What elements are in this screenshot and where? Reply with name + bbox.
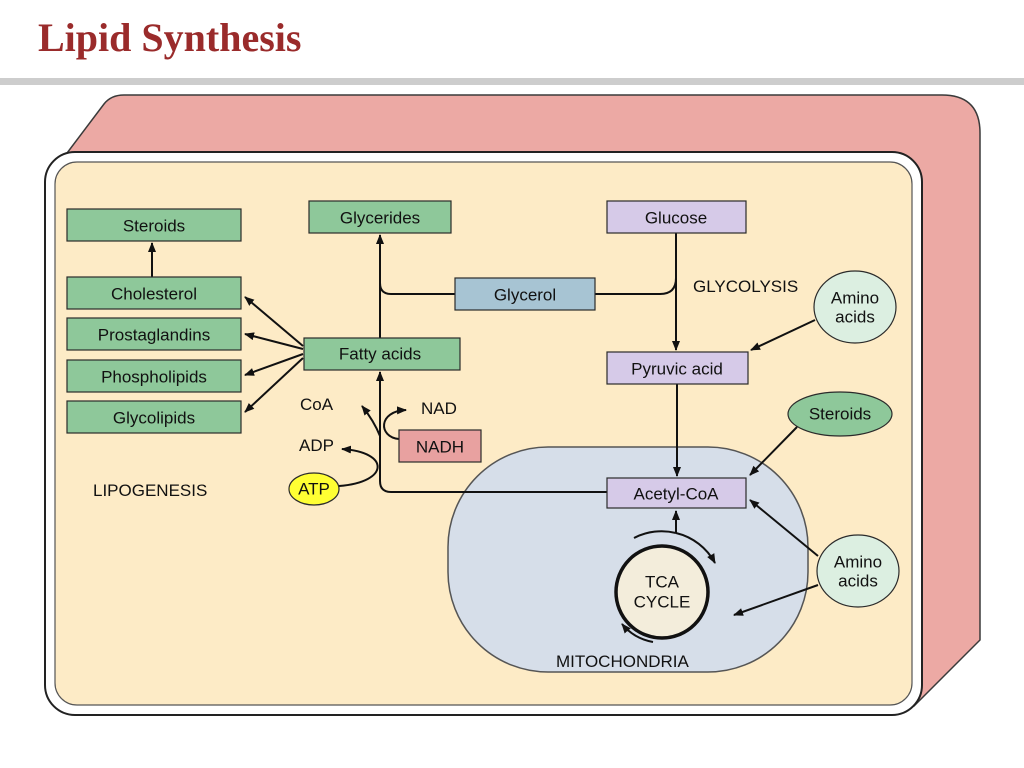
arrow-fatty-acids-to-cholesterol: [244, 296, 304, 347]
box-outline: [66, 276, 242, 310]
arrow-to-coa: [361, 405, 381, 437]
pathway-arrows: [148, 233, 819, 643]
mitochondria-label: MITOCHONDRIA: [556, 652, 690, 671]
atp-oval: ATP: [288, 472, 340, 506]
arrow-fatty-acids-to-prostaglandins: [244, 332, 304, 350]
tca-label-line-2: CYCLE: [634, 593, 691, 612]
nadh-box: NADH: [398, 429, 482, 463]
tca-cycle-circle: [614, 544, 710, 640]
box-label: Phospholipids: [101, 368, 207, 387]
cholesterol-box: Cholesterol: [66, 276, 242, 310]
amino-acids-upper-oval: Amino acids: [813, 270, 897, 344]
box-outline: [606, 477, 747, 509]
acetyl-coa-box: Acetyl-CoA: [606, 477, 747, 509]
title-divider: [0, 78, 1024, 85]
box-outline: [66, 317, 242, 351]
box-outline: [308, 200, 452, 234]
box-outline: [606, 351, 749, 385]
oval-label-line-1: Amino: [831, 289, 879, 308]
oval-shape: [816, 534, 900, 608]
oval-label: ATP: [298, 480, 330, 499]
box-label: Steroids: [123, 217, 185, 236]
box-outline: [606, 200, 747, 234]
oval-shape: [787, 391, 893, 437]
box-label: Pyruvic acid: [631, 360, 723, 379]
oval-label-line-1: Amino: [834, 553, 882, 572]
tca-cycle: TCA CYCLE: [614, 544, 710, 640]
arrow-nadh-to-nad: [383, 406, 407, 440]
box-label: Prostaglandins: [98, 326, 210, 345]
steroids-box: Steroids: [66, 208, 242, 242]
oval-shape: [288, 472, 340, 506]
arrow-atp-to-adp: [338, 445, 379, 487]
pyruvic-acid-box: Pyruvic acid: [606, 351, 749, 385]
arrow-amino-acids-to-pyruvic-acid: [750, 319, 816, 351]
fatty-acids-box: Fatty acids: [303, 337, 461, 371]
oval-shape: [813, 270, 897, 344]
steroids-oval: Steroids: [787, 391, 893, 437]
box-outline: [454, 277, 596, 311]
box-outline: [66, 400, 242, 434]
arrow-fatty-acids-to-glycolipids: [244, 357, 304, 413]
glycerides-box: Glycerides: [308, 200, 452, 234]
glycerol-connector: [379, 282, 455, 295]
box-label: Fatty acids: [339, 345, 421, 364]
slide-title: Lipid Synthesis: [38, 15, 302, 60]
box-label: Glucose: [645, 209, 707, 228]
coa-label: CoA: [300, 395, 334, 414]
tca-cycle-left-connector: [633, 530, 677, 539]
phospholipids-box: Phospholipids: [66, 359, 242, 393]
arrow-amino-acids-to-tca-cycle: [733, 584, 819, 616]
amino-acids-lower-oval: Amino acids: [816, 534, 900, 608]
glycolipids-box: Glycolipids: [66, 400, 242, 434]
prostaglandins-box: Prostaglandins: [66, 317, 242, 351]
arrow-tca-cycle-return: [621, 623, 654, 643]
glycolysis-label: GLYCOLYSIS: [693, 277, 798, 296]
oval-label-line-2: acids: [835, 308, 875, 327]
tca-label-line-1: TCA: [645, 573, 680, 592]
oval-label-line-2: acids: [838, 572, 878, 591]
arrow-steroids-to-acetyl-coa: [749, 426, 798, 476]
nad-label: NAD: [421, 399, 457, 418]
box-label: Glycolipids: [113, 409, 195, 428]
box-label: Glycerol: [494, 286, 556, 305]
box-outline: [66, 208, 242, 242]
arrow-acetyl-coa-to-fatty-acids: [376, 371, 607, 493]
arrow-amino-acids-to-acetyl-coa: [749, 499, 819, 557]
glycerol-box: Glycerol: [454, 277, 596, 311]
lipogenesis-label: LIPOGENESIS: [93, 481, 207, 500]
arrow-acetyl-coa-into-tca-cycle: [675, 532, 716, 564]
box-label: Cholesterol: [111, 285, 197, 304]
box-label: Acetyl-CoA: [633, 485, 719, 504]
box-outline: [66, 359, 242, 393]
glucose-to-glycerol-connector: [595, 277, 677, 295]
arrow-fatty-acids-to-phospholipids: [244, 353, 304, 376]
box-outline: [398, 429, 482, 463]
oval-label: Steroids: [809, 405, 871, 424]
glucose-box: Glucose: [606, 200, 747, 234]
box-label: NADH: [416, 438, 464, 457]
adp-label: ADP: [299, 436, 334, 455]
box-label: Glycerides: [340, 209, 420, 228]
box-outline: [303, 337, 461, 371]
